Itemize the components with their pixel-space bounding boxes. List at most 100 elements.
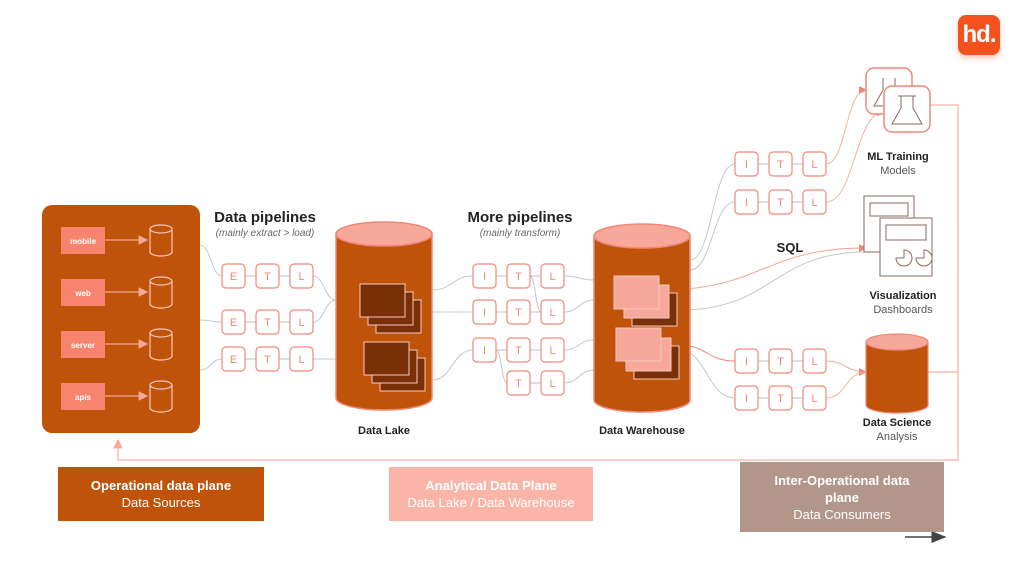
svg-text:L: L [811, 356, 817, 368]
pipelines2-title: More pipelines [467, 209, 573, 226]
ds-subtitle: Analysis [876, 431, 918, 443]
svg-text:E: E [230, 271, 237, 283]
pipeline-step-t: T [506, 263, 531, 289]
pipeline-step-t: T [768, 189, 793, 215]
pipeline-step-t: T [255, 309, 280, 335]
pipeline-step-l: L [289, 263, 314, 289]
source-mobile: mobile [61, 224, 173, 257]
svg-text:L: L [298, 354, 304, 366]
pipelines2-subtitle: (mainly transform) [479, 228, 561, 239]
ml-subtitle: Models [880, 165, 916, 177]
pipeline-step-l: L [802, 151, 827, 177]
source-label: server [71, 341, 95, 350]
source-server: server [61, 328, 173, 361]
data-warehouse-cylinder [593, 223, 691, 413]
svg-text:L: L [549, 271, 555, 283]
pipeline-step-t: T [768, 151, 793, 177]
pipeline-step-l: L [802, 348, 827, 374]
pipelines1-title: Data pipelines [214, 209, 316, 226]
analytical-plane-title: Analytical Data Plane [425, 478, 557, 493]
pipeline-step-e: E [221, 309, 246, 335]
svg-text:I: I [483, 271, 486, 283]
svg-text:T: T [515, 378, 522, 390]
svg-text:I: I [745, 393, 748, 405]
svg-text:T: T [777, 197, 784, 209]
svg-text:I: I [483, 345, 486, 357]
flask-icon [865, 67, 931, 133]
svg-text:L: L [811, 159, 817, 171]
feedback-loop [113, 104, 959, 543]
sql-label: SQL [776, 240, 804, 255]
pipeline-step-e: E [221, 263, 246, 289]
pipeline-step-t: T [506, 370, 531, 396]
pipeline-step-l: L [540, 263, 565, 289]
inter-plane-subtitle: Data Consumers [793, 506, 891, 522]
analytical-plane-box: Analytical Data Plane Data Lake / Data W… [389, 467, 593, 521]
svg-text:T: T [264, 317, 271, 329]
ds-title: Data Science [862, 417, 932, 429]
data-lake-label: Data Lake [358, 425, 410, 437]
svg-text:T: T [515, 271, 522, 283]
dashboard-icon [863, 195, 933, 277]
pipeline-step-i: I [472, 263, 497, 289]
pipeline-step-l: L [802, 385, 827, 411]
pipeline-step-t: T [506, 299, 531, 325]
pipeline-step-i: I [472, 337, 497, 363]
pipeline-step-t: T [255, 346, 280, 372]
hd-logo: hd. [958, 15, 1000, 55]
sources-panel: mobile web server apis [42, 205, 200, 433]
svg-text:T: T [264, 271, 271, 283]
pipeline-step-l: L [802, 189, 827, 215]
pipeline-step-l: L [540, 370, 565, 396]
data-warehouse-label: Data Warehouse [599, 425, 685, 437]
svg-text:E: E [230, 354, 237, 366]
operational-plane-subtitle: Data Sources [121, 495, 201, 510]
pipeline-step-t: T [768, 385, 793, 411]
source-label: mobile [70, 237, 96, 246]
data-lake-cylinder [335, 221, 433, 411]
svg-text:T: T [777, 393, 784, 405]
svg-text:L: L [549, 307, 555, 319]
svg-text:L: L [811, 197, 817, 209]
svg-text:I: I [745, 356, 748, 368]
viz-subtitle: Dashboards [873, 304, 933, 316]
table-stack-icon [613, 275, 678, 327]
database-icon [149, 224, 173, 257]
database-icon [149, 276, 173, 309]
source-label: web [74, 289, 91, 298]
ml-title: ML Training [867, 151, 929, 163]
file-stack-icon [363, 341, 426, 392]
pipeline-step-i: I [734, 348, 759, 374]
file-stack-icon [359, 283, 422, 334]
database-icon [149, 380, 173, 413]
svg-text:L: L [298, 271, 304, 283]
pipeline-step-i: I [734, 189, 759, 215]
database-icon [149, 328, 173, 361]
svg-text:E: E [230, 317, 237, 329]
pipeline-step-i: I [734, 385, 759, 411]
svg-text:T: T [777, 356, 784, 368]
operational-plane-box: Operational data plane Data Sources [58, 467, 264, 521]
svg-text:T: T [777, 159, 784, 171]
data-science-cylinder [865, 333, 929, 414]
svg-text:L: L [549, 378, 555, 390]
source-web: web [61, 276, 173, 309]
operational-plane-title: Operational data plane [90, 478, 232, 493]
pipeline-step-i: I [734, 151, 759, 177]
pipeline-step-t: T [255, 263, 280, 289]
source-apis: apis [61, 380, 173, 413]
svg-text:T: T [515, 345, 522, 357]
pipeline-step-t: T [768, 348, 793, 374]
pipeline-step-l: L [289, 346, 314, 372]
inter-operational-plane-box: Inter-Operational data plane Data Consum… [740, 462, 944, 532]
analytical-plane-subtitle: Data Lake / Data Warehouse [407, 495, 575, 510]
viz-title: Visualization [869, 290, 937, 302]
pipeline-step-t: T [506, 337, 531, 363]
svg-text:I: I [745, 159, 748, 171]
svg-text:T: T [515, 307, 522, 319]
pipelines1-subtitle: (mainly extract > load) [215, 228, 315, 239]
pipeline-step-l: L [289, 309, 314, 335]
source-label: apis [75, 393, 92, 402]
